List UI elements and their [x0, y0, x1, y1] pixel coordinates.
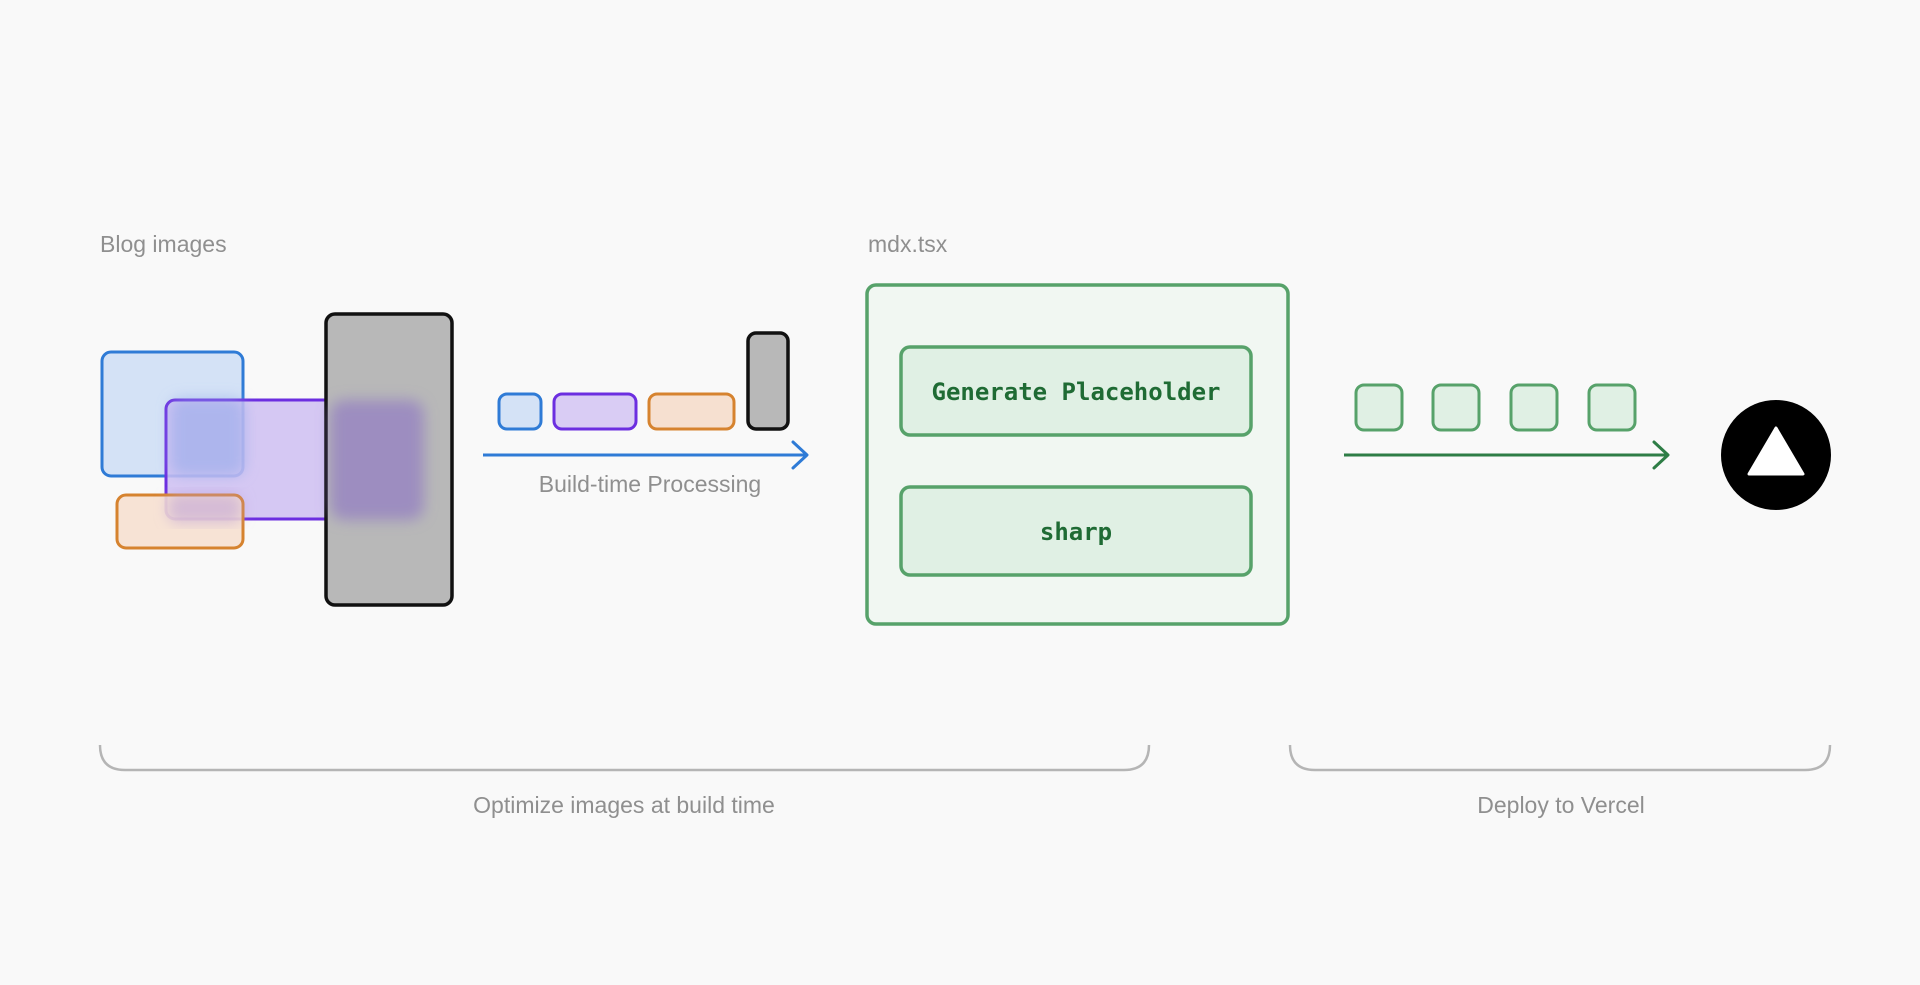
thumb-gray	[746, 331, 790, 431]
sharp-box	[899, 485, 1253, 577]
deploy-group-label: Deploy to Vercel	[1477, 792, 1644, 818]
generate-placeholder-box	[899, 345, 1253, 437]
blur-ghost-blue	[170, 398, 245, 476]
placeholder-square	[1509, 383, 1559, 432]
optimize-bracket	[98, 744, 1151, 772]
blog-images-stack	[100, 312, 454, 607]
deploy-arrow	[1344, 440, 1670, 470]
sharp-label: sharp	[1040, 518, 1112, 546]
build-processing-label: Build-time Processing	[539, 471, 761, 497]
blog-images-label: Blog images	[100, 231, 227, 257]
thumb-blue	[497, 392, 543, 431]
mdx-file-label: mdx.tsx	[868, 231, 948, 257]
deploy-bracket	[1288, 744, 1832, 772]
deploy-placeholders	[1354, 383, 1637, 432]
blur-ghost-purple	[330, 400, 424, 520]
placeholder-square	[1431, 383, 1481, 432]
blur-ghost-orange	[168, 493, 242, 523]
vercel-triangle-icon	[1721, 400, 1831, 510]
generate-placeholder-label: Generate Placeholder	[932, 378, 1221, 406]
placeholder-square	[1587, 383, 1637, 432]
build-arrow	[483, 440, 809, 470]
processed-thumbnails	[497, 331, 790, 431]
thumb-purple	[552, 392, 638, 431]
placeholder-square	[1354, 383, 1404, 432]
thumb-orange	[647, 392, 736, 431]
optimize-group-label: Optimize images at build time	[473, 792, 775, 818]
